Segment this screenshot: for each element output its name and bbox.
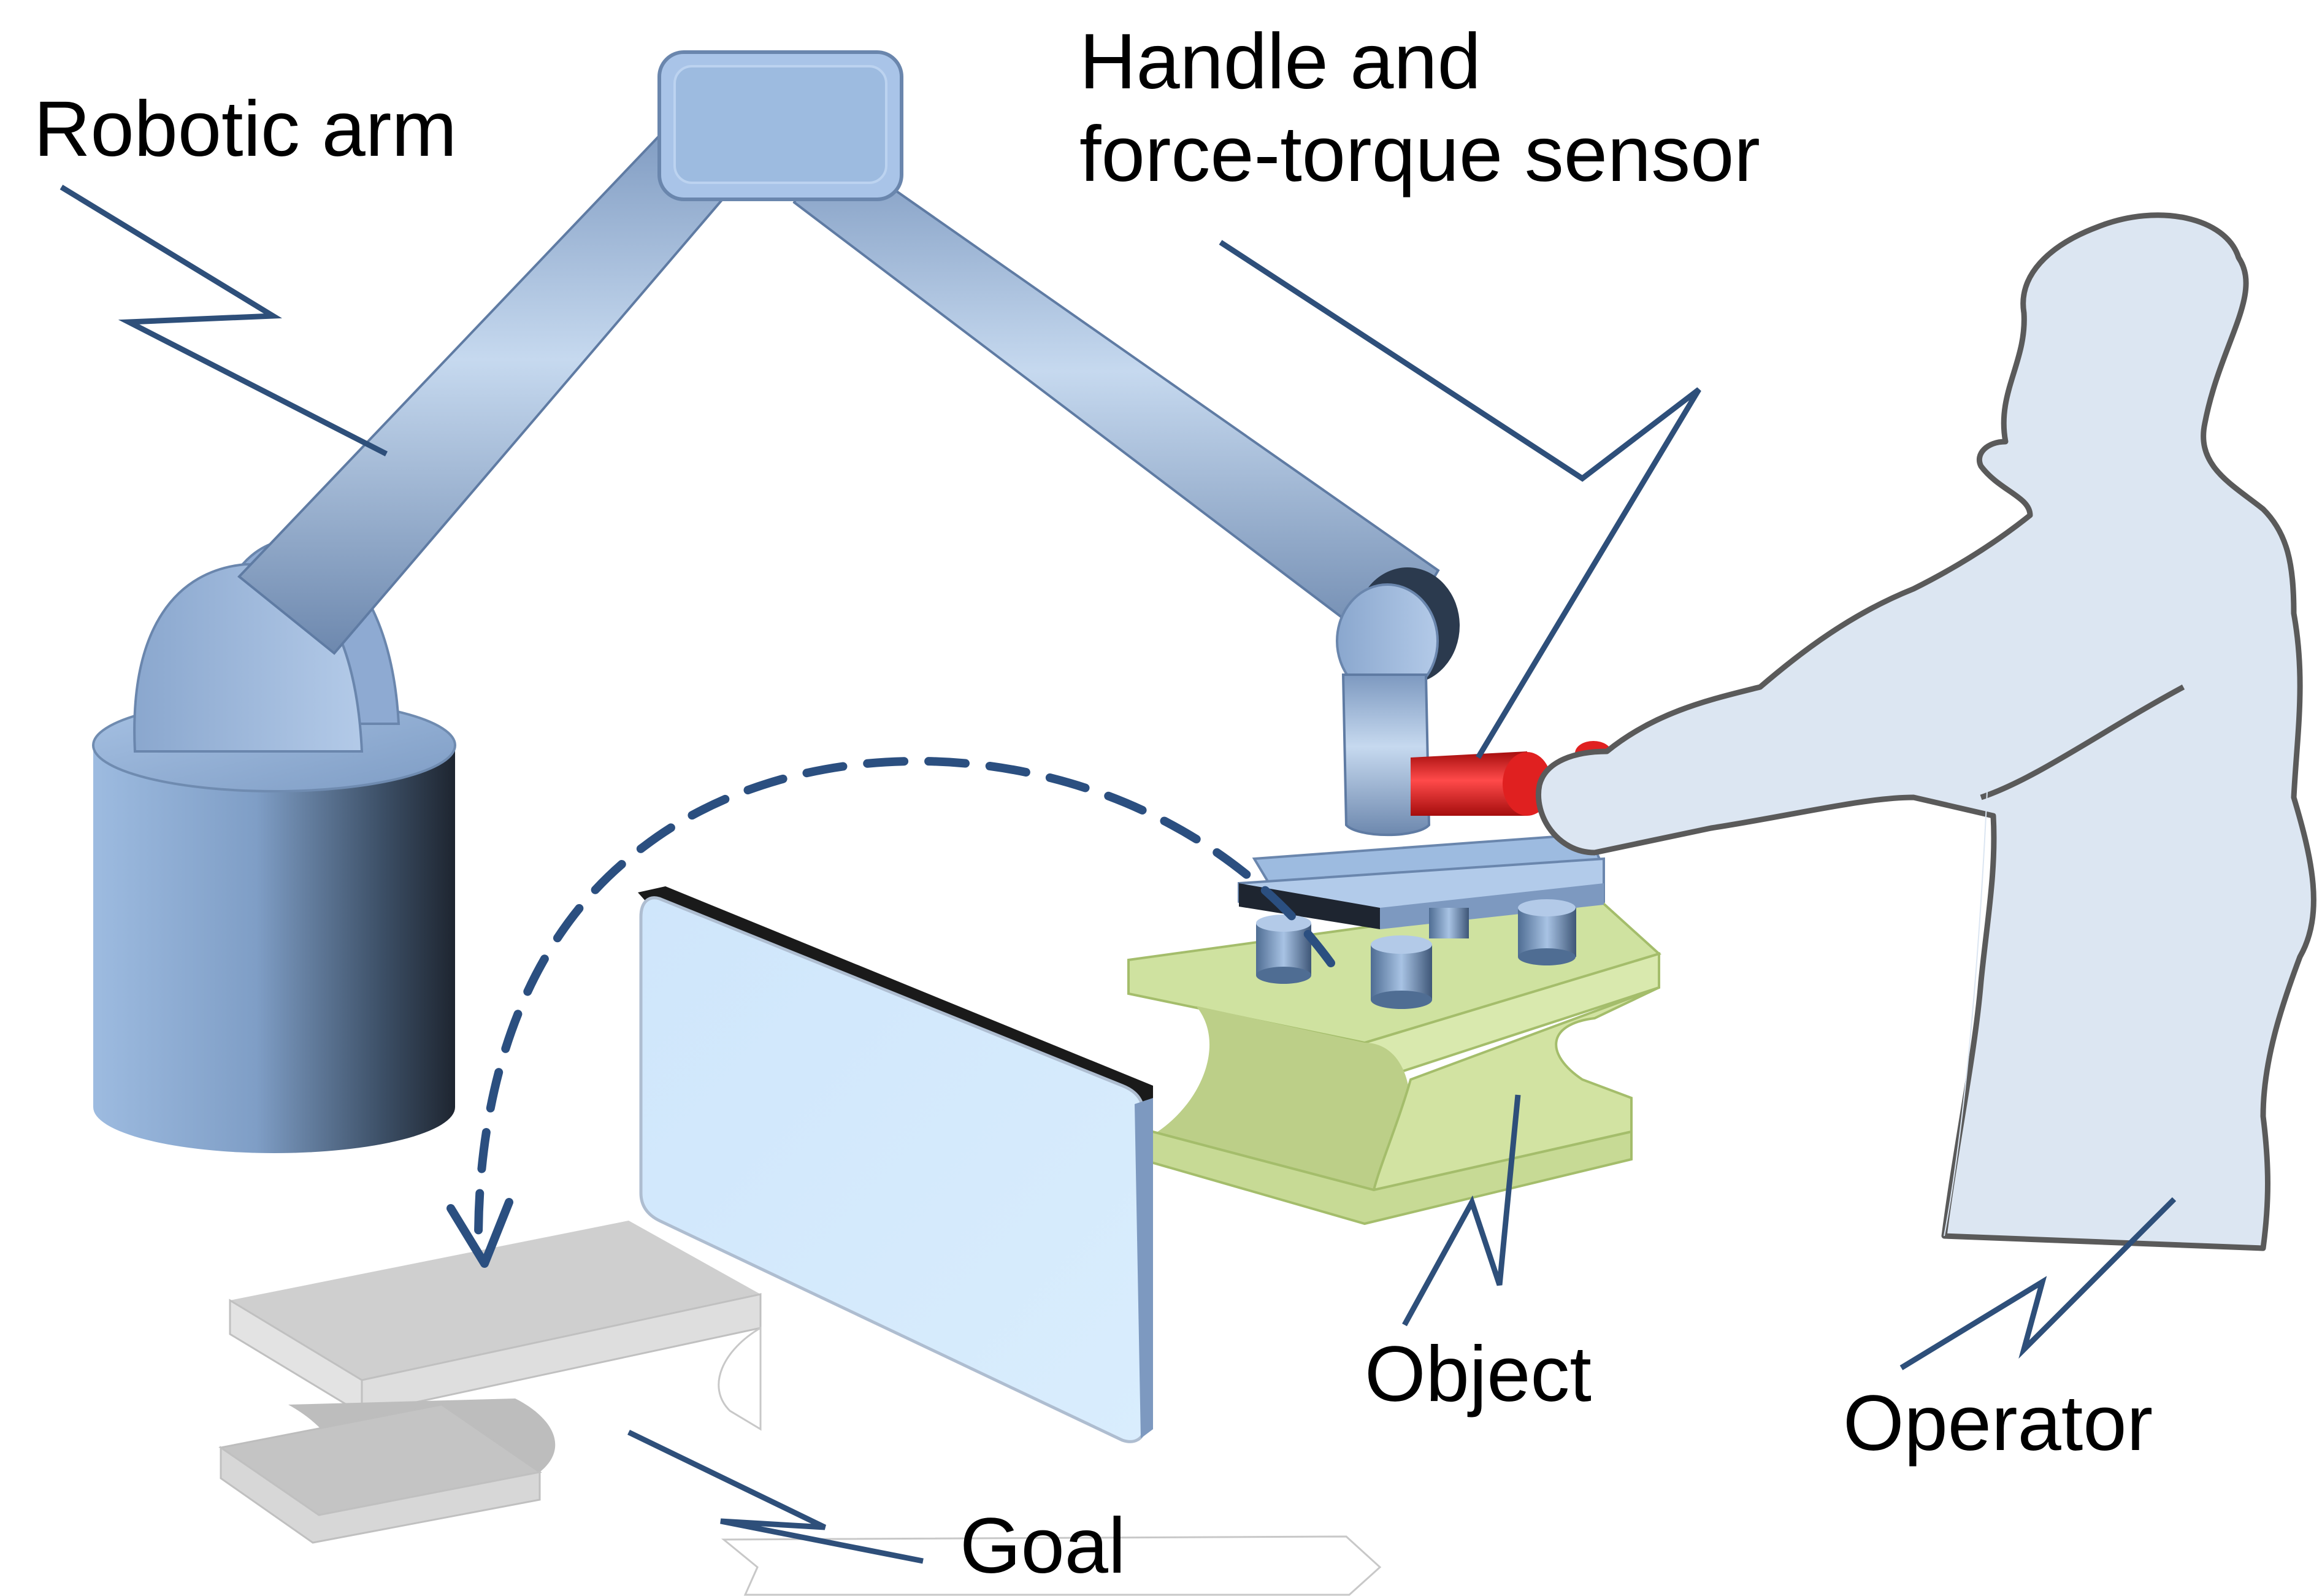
goal-profile [218,1221,1382,1596]
robotic-arm-label: Robotic arm [34,85,457,173]
leader-handle [1219,240,1701,759]
handle-label-line-2: force-torque sensor [1079,110,1760,199]
leader-robotic-arm [59,185,388,457]
operator-silhouette [1536,212,2316,1251]
glass-panel [638,886,1153,1443]
leader-object [1402,1094,1521,1327]
leader-lines [59,185,2177,1564]
transfer-trajectory [446,756,1335,1268]
suction-cups [1256,899,1576,1009]
robotic-arm [237,50,1460,837]
handle-sensor-label: Handle and force-torque sensor [1079,15,1760,201]
robot-base [92,538,456,1153]
operator-label: Operator [1843,1379,2153,1467]
object-label: Object [1365,1330,1592,1418]
leader-goal [627,1429,924,1564]
goal-label: Goal [960,1502,1126,1590]
handle-label-line-1: Handle and [1079,18,1481,106]
leader-operator [1899,1197,2177,1370]
